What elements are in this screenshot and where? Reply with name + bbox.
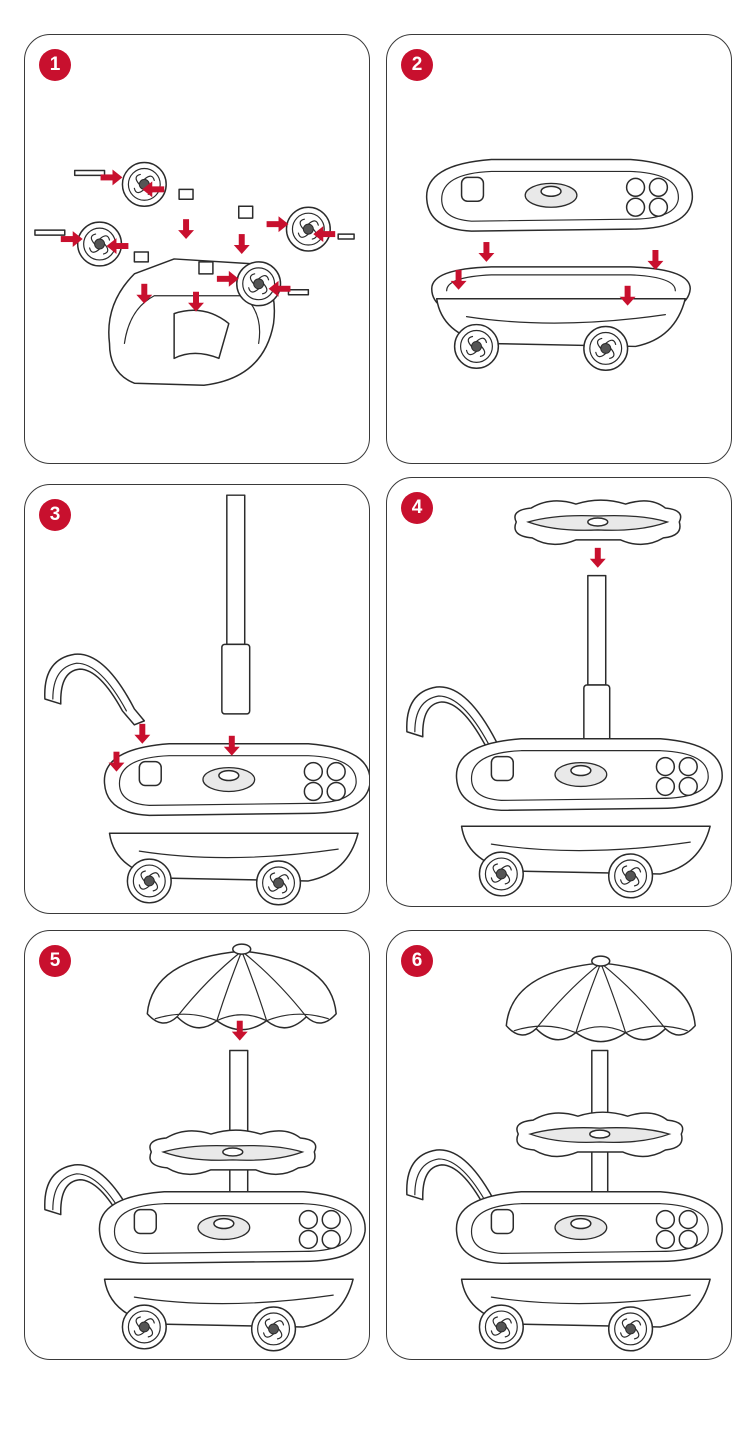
step-5-illustration-umbrella xyxy=(44,943,366,1359)
step-number-badge: 5 xyxy=(39,945,71,977)
step-6-illustration-assembled-cart xyxy=(406,955,723,1359)
step-4-illustration-flower-tray xyxy=(406,499,723,906)
step-2-illustration-tray-attach xyxy=(425,158,694,463)
step-panel-6: 6 xyxy=(386,930,732,1360)
step-panel-4: 4 xyxy=(386,477,732,907)
step-number-badge: 4 xyxy=(401,492,433,524)
step-number-badge: 1 xyxy=(39,49,71,81)
step-number-badge: 6 xyxy=(401,945,433,977)
step-number-badge: 2 xyxy=(401,49,433,81)
step-panel-1: 1 xyxy=(24,34,370,464)
step-number-badge: 3 xyxy=(39,499,71,531)
step-panel-3: 3 xyxy=(24,484,370,914)
step-panel-2: 2 xyxy=(386,34,732,464)
step-3-illustration-pole-handle xyxy=(44,494,369,913)
step-panel-5: 5 xyxy=(24,930,370,1360)
step-1-illustration-wheels-attach xyxy=(34,161,355,386)
